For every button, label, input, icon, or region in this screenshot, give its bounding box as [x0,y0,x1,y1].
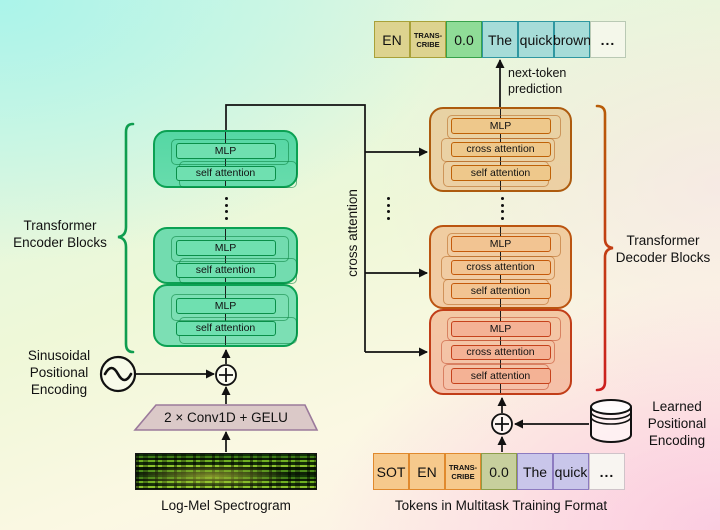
encoder-brace [117,122,135,354]
bus-ellipsis-dots [386,197,390,220]
mlp-box: MLP [175,143,276,159]
learned-encoding-label: Learned Positional Encoding [647,399,707,448]
sine-wave-icon [99,355,137,393]
residual-outline [441,340,555,364]
self-attention-box: self attention [175,320,276,336]
add-positional-decoder-icon [491,413,513,435]
token-en: EN [409,453,445,490]
encoder-block-3: MLP self attention [153,284,298,347]
self-attention-box: self attention [450,283,551,299]
mlp-box: MLP [450,321,551,337]
token-quick: quick [553,453,589,490]
token-the: The [517,453,553,490]
token-the: The [482,21,518,58]
cross-attention-bus-label: cross attention [344,189,360,277]
token-timestamp: 0.0 [446,21,482,58]
log-mel-spectrogram-image [135,453,317,490]
output-token-row: EN TRANS-CRIBE 0.0 The quick brown ... [374,21,626,58]
add-positional-encoder-icon [215,364,237,386]
token-transcribe: TRANS-CRIBE [410,21,446,58]
self-attention-box: self attention [175,262,276,278]
token-brown: brown [553,21,591,58]
input-token-row: SOT EN TRANS-CRIBE 0.0 The quick ... [373,453,625,490]
mlp-box: MLP [450,236,551,252]
decoder-block-1: MLP cross attention self attention [429,107,572,192]
decoder-group-label: Transformer Decoder Blocks [615,233,711,265]
token-en: EN [374,21,410,58]
encoder-group-label: Transformer Encoder Blocks [13,218,107,250]
token-sot: SOT [373,453,409,490]
next-token-prediction-label: next-token prediction [508,66,567,96]
token-quick: quick [518,21,554,58]
encoder-block-2: MLP self attention [153,227,298,284]
spectrogram-caption: Log-Mel Spectrogram [161,498,291,513]
mlp-box: MLP [175,298,276,314]
decoder-block-3: MLP cross attention self attention [429,309,572,395]
token-ellipsis: ... [590,21,626,58]
cross-attention-box: cross attention [450,259,551,275]
token-ellipsis: ... [589,453,625,490]
mlp-box: MLP [450,118,551,134]
database-cylinder-icon [590,399,632,443]
decoder-ellipsis-dots [500,197,504,220]
decoder-block-2: MLP cross attention self attention [429,225,572,309]
self-attention-box: self attention [450,165,551,181]
sinusoidal-encoding-label: Sinusoidal Positional Encoding [27,348,91,397]
self-attention-box: self attention [175,165,276,181]
conv-stem-label: 2 × Conv1D + GELU [164,410,288,425]
self-attention-box: self attention [450,368,551,384]
encoder-block-1: MLP self attention [153,130,298,188]
encoder-ellipsis-dots [224,197,228,220]
mlp-box: MLP [175,240,276,256]
cross-attention-box: cross attention [450,344,551,360]
cross-attention-box: cross attention [450,141,551,157]
tokens-caption: Tokens in Multitask Training Format [394,498,608,513]
token-timestamp: 0.0 [481,453,517,490]
token-transcribe: TRANS-CRIBE [445,453,481,490]
